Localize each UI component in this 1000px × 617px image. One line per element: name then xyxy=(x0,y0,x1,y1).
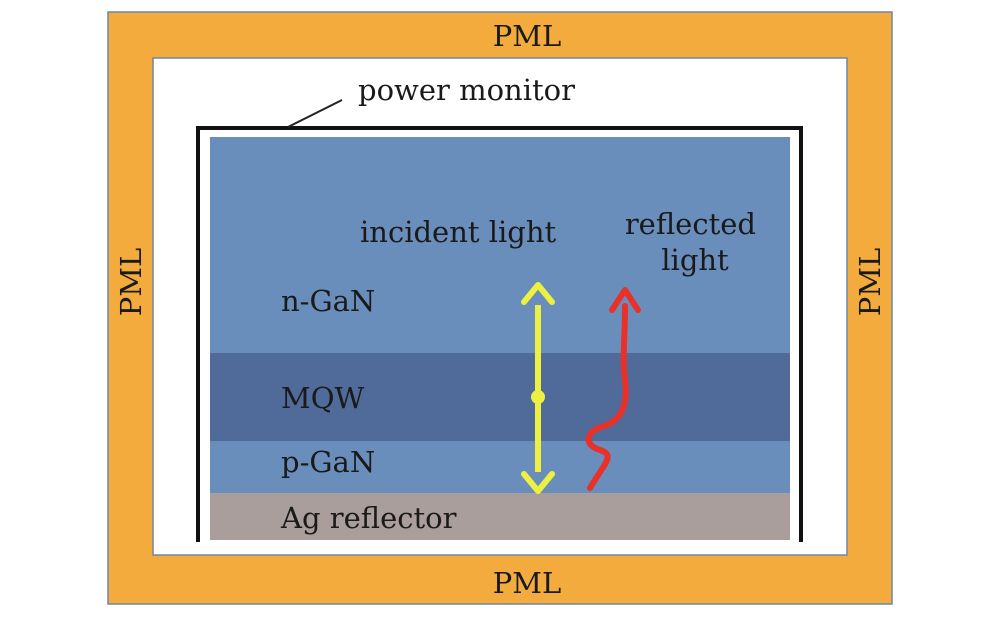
reflected-light-label: reflected light xyxy=(625,207,765,277)
mqw-label: MQW xyxy=(281,381,364,415)
reflected-light-arrow xyxy=(585,287,641,491)
p-gan-label: p-GaN xyxy=(281,445,375,479)
n-gan-layer xyxy=(210,137,790,353)
pml-bottom-label: PML xyxy=(493,566,561,600)
p-gan-layer xyxy=(210,441,790,493)
ag-reflector-layer xyxy=(210,493,790,540)
power-monitor-label: power monitor xyxy=(358,73,575,107)
ag-reflector-label: Ag reflector xyxy=(280,501,457,535)
reflected-light-label-line-2: light xyxy=(661,243,729,277)
pml-left-label: PML xyxy=(114,248,148,316)
power-monitor-outline xyxy=(196,126,803,542)
mqw-layer xyxy=(210,353,790,441)
incident-light-label: incident light xyxy=(360,215,557,249)
reflected-light-label-line-1: reflected xyxy=(625,207,756,241)
pml-top-label: PML xyxy=(493,19,561,53)
incident-light-midpoint-dot xyxy=(531,390,545,404)
power-monitor-leader-line xyxy=(287,99,343,128)
pml-right-label: PML xyxy=(853,248,887,316)
incident-light-arrow xyxy=(521,282,555,494)
n-gan-label: n-GaN xyxy=(281,284,375,318)
